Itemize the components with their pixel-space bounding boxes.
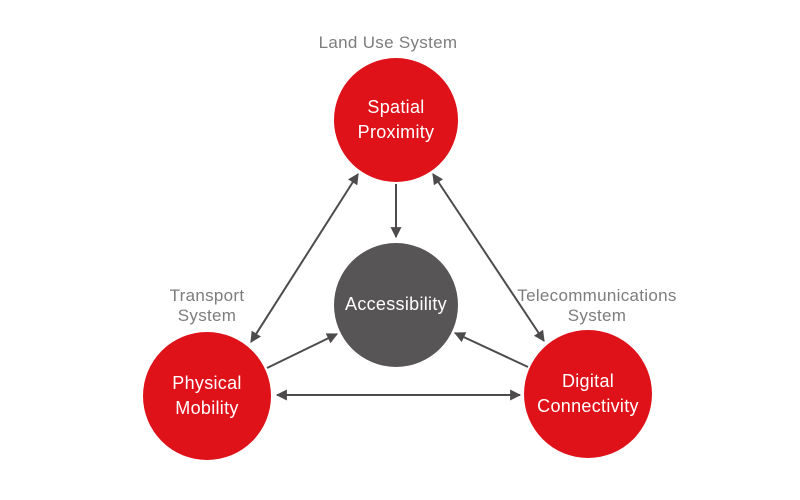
node-accessibility: Accessibility (334, 243, 458, 367)
node-physical-mobility: Physical Mobility (143, 332, 271, 460)
arrow-digital-accessibility (454, 332, 529, 368)
transport-system-label: Transport System (169, 286, 245, 325)
node-physical-mobility-label: Physical Mobility (172, 372, 242, 418)
land-use-system-label: Land Use System (318, 33, 458, 52)
node-digital-connectivity: Digital Connectivity (524, 330, 652, 458)
node-accessibility-label: Accessibility (345, 294, 447, 315)
arrow-spatial-physical (250, 173, 359, 343)
node-spatial-proximity-label: Spatial Proximity (357, 96, 435, 142)
node-digital-connectivity-label: Digital Connectivity (537, 370, 639, 416)
node-spatial-proximity: Spatial Proximity (334, 58, 458, 182)
telecommunications-system-label: Telecommunications System (517, 286, 677, 325)
arrow-physical-accessibility (266, 333, 338, 369)
arrow-spatial-digital (432, 173, 545, 342)
